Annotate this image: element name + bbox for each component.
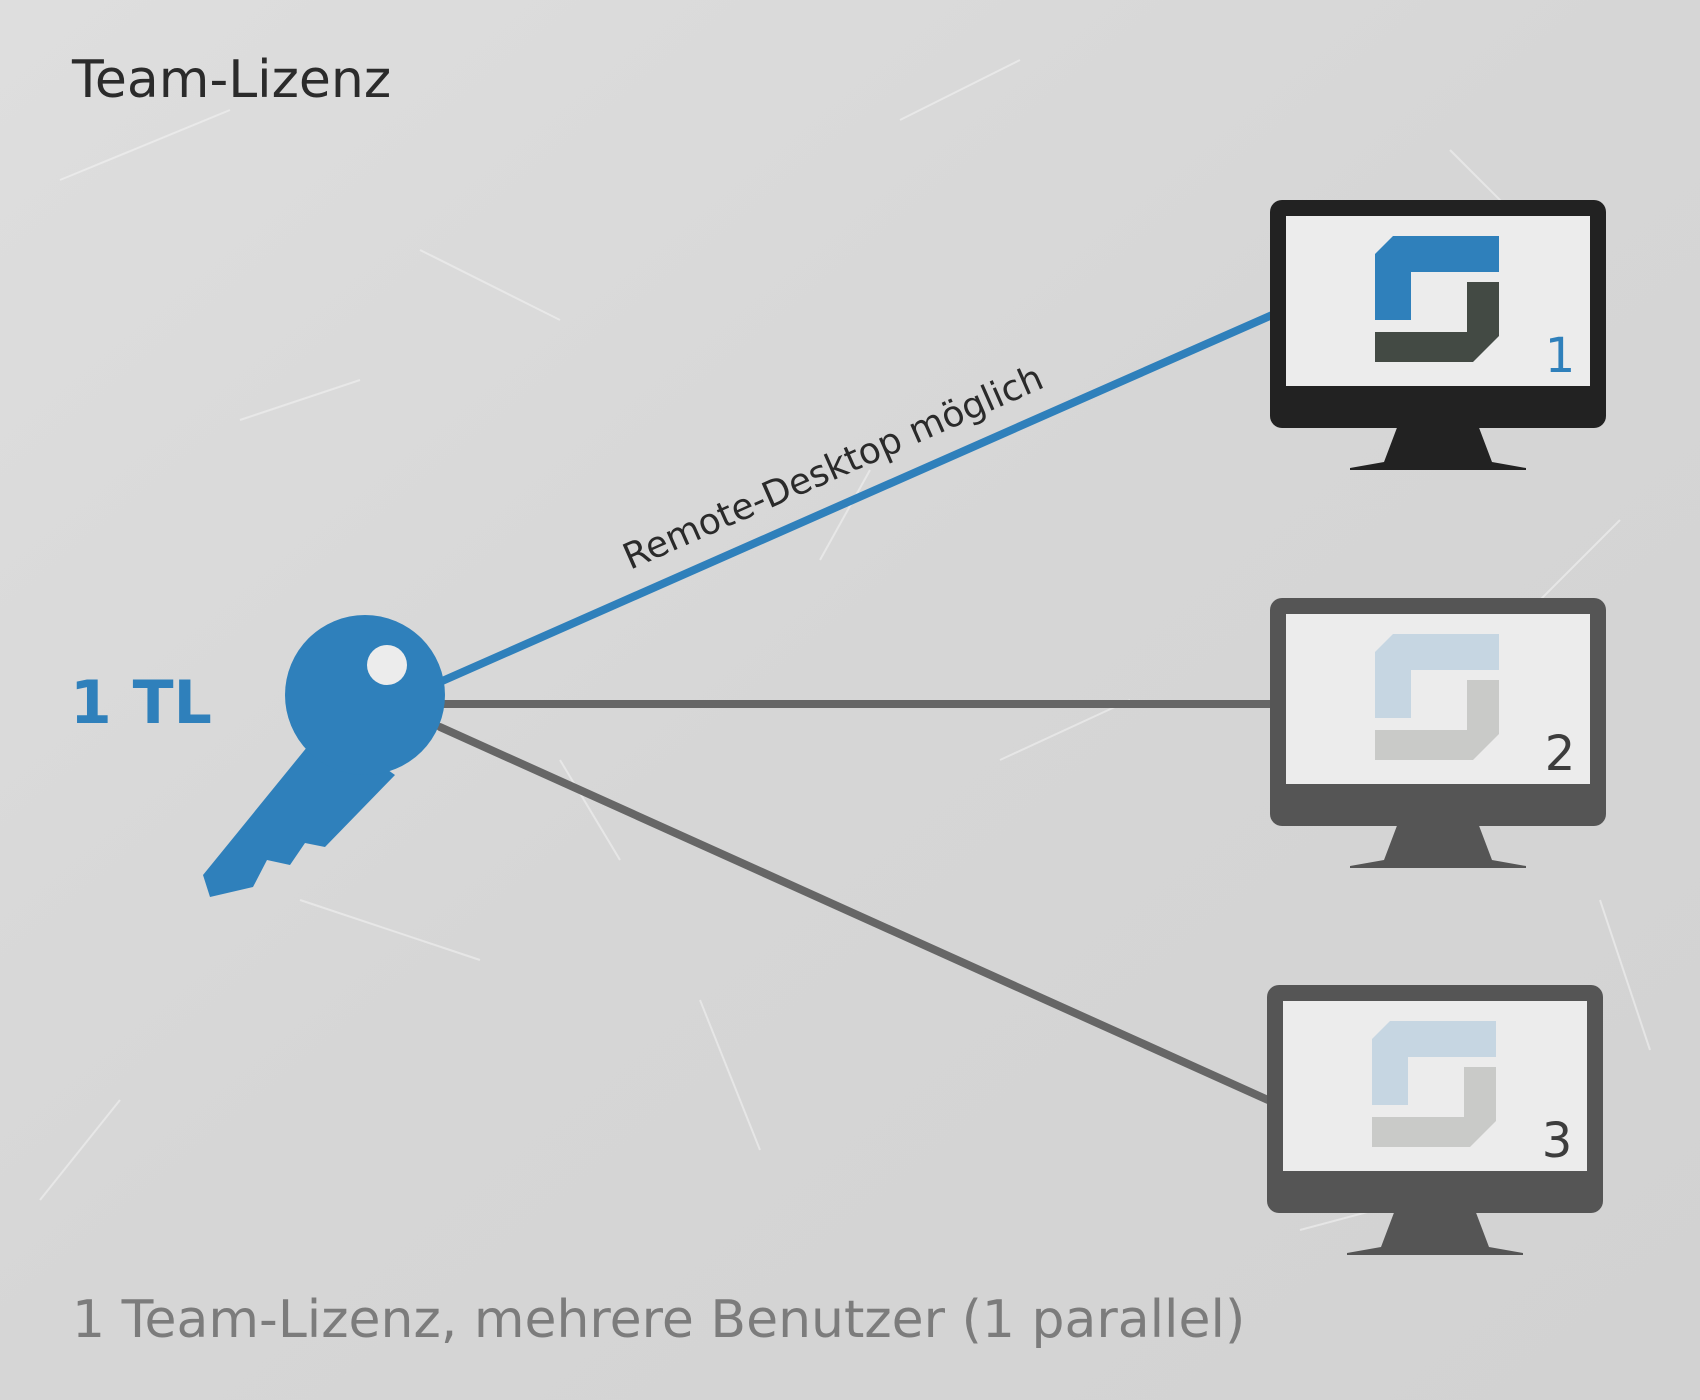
monitor-stand <box>1350 823 1526 868</box>
computer-monitor-2: 2 <box>1270 598 1606 868</box>
app-logo-bottom <box>1375 282 1499 362</box>
background-scratches <box>39 59 1651 1231</box>
app-logo-top <box>1372 1021 1496 1105</box>
monitor-number-label: 2 <box>1545 726 1576 782</box>
app-logo-top <box>1375 634 1499 718</box>
license-count-label: 1 TL <box>70 668 212 738</box>
monitor-number-label: 1 <box>1545 328 1576 384</box>
connection-line-1 <box>436 311 1276 686</box>
app-logo-icon <box>1375 634 1499 760</box>
page-title: Team-Lizenz <box>72 50 392 110</box>
computer-monitor-1: 1 <box>1270 200 1606 470</box>
monitor-number-label: 3 <box>1542 1113 1573 1169</box>
connection-line-3 <box>436 723 1272 1104</box>
app-logo-bottom <box>1375 680 1499 760</box>
app-logo-icon <box>1372 1021 1496 1147</box>
monitor-stand <box>1350 425 1526 470</box>
monitor-stand <box>1347 1210 1523 1255</box>
app-logo-icon <box>1375 236 1499 362</box>
app-logo-top <box>1375 236 1499 320</box>
computer-monitor-3: 3 <box>1267 985 1603 1255</box>
footer-caption: 1 Team-Lizenz, mehrere Benutzer (1 paral… <box>72 1290 1246 1350</box>
app-logo-bottom <box>1372 1067 1496 1147</box>
key-icon <box>203 615 445 897</box>
